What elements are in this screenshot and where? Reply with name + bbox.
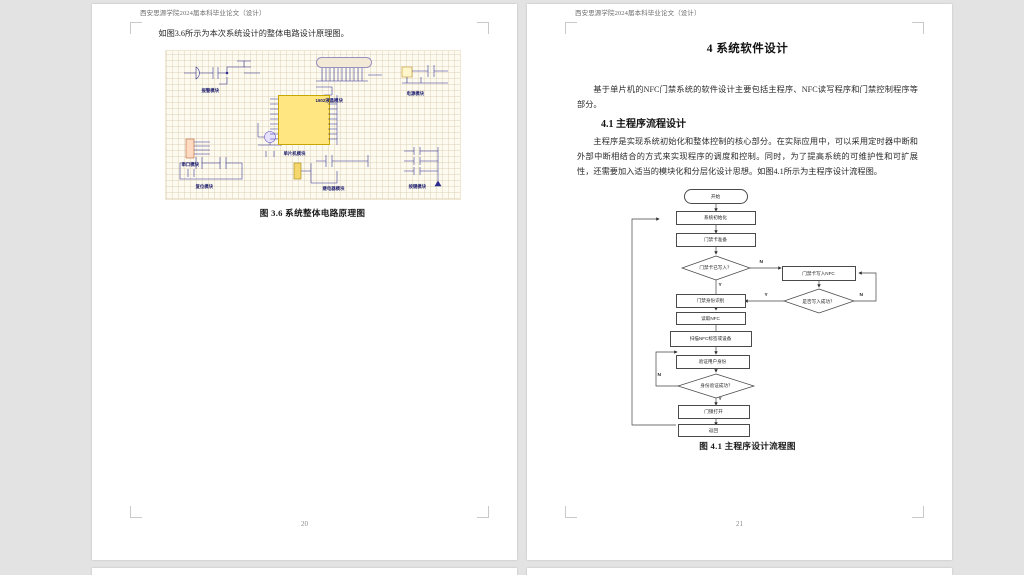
flow-node-scan-tag: 扫描NFC标签或设备 xyxy=(669,331,752,347)
chapter-heading: 4 系统软件设计 xyxy=(706,43,789,55)
document-page-next-right[interactable] xyxy=(527,568,952,575)
page-row-next xyxy=(92,568,952,575)
figure-flowchart: 开始 系统初始化 门禁卡准备 门禁卡已写入？ 门禁卡写入NFC 是否写入成功？ … xyxy=(598,183,898,437)
flow-node-decision-verify-success: 身份验证成功？ xyxy=(686,377,748,395)
flow-node-decision-write-success: 是否写入成功？ xyxy=(788,293,850,310)
flow-edge-label-y2: Y xyxy=(764,293,768,298)
circuit-label-alarm: 报警模块 xyxy=(201,88,220,93)
flow-node-write-nfc: 门禁卡写入NFC xyxy=(781,266,856,281)
figure-circuit-schematic: 报警模块 串口模块 1602液晶模块 电源模块 复位模块 单片机模块 继电器模块… xyxy=(164,50,461,200)
flow-node-decision-card-written-label: 门禁卡已写入？ xyxy=(699,265,732,270)
section-heading-4-1: 4.1 主程序流程设计 xyxy=(601,119,686,130)
flow-node-read-nfc: 读取NFC xyxy=(675,312,746,325)
crop-mark-bottom-right xyxy=(912,506,924,518)
flow-node-decision-card-written: 门禁卡已写入？ xyxy=(684,259,748,277)
flow-edge-label-n1: N xyxy=(759,260,763,265)
crop-mark-bottom-right xyxy=(477,506,489,518)
flow-edge-label-n2: N xyxy=(859,293,863,298)
flow-node-start: 开始 xyxy=(683,189,748,204)
circuit-label-mcu: 单片机模块 xyxy=(283,151,306,156)
crop-mark-bottom-left xyxy=(565,506,577,518)
mcu-chip-body xyxy=(277,95,330,145)
page-header-left: 西安思源学院2024届本科毕业论文（设计） xyxy=(140,10,266,17)
flow-node-return: 返回 xyxy=(677,424,750,437)
flow-edge-label-y3: Y xyxy=(718,397,722,402)
flow-node-decision-verify-success-label: 身份验证成功？ xyxy=(700,383,733,388)
figure-caption-4-1: 图 4.1 主程序设计流程图 xyxy=(699,441,796,451)
flow-node-door-open: 门锁打开 xyxy=(677,405,750,419)
page-body-right: 4 系统软件设计 基于单片机的NFC门禁系统的软件设计主要包括主程序、NFC读写… xyxy=(577,26,918,452)
page-number-left: 20 xyxy=(301,520,308,528)
circuit-label-relay: 继电器模块 xyxy=(322,186,345,191)
circuit-label-serial: 串口模块 xyxy=(181,162,200,167)
paragraph-section-4-1: 主程序是实现系统初始化和整体控制的核心部分。在实际应用中，可以采用定时器中断和外… xyxy=(577,137,918,176)
figure-caption-3-6: 图 3.6 系统整体电路原理图 xyxy=(259,208,366,218)
circuit-label-lcd: 1602液晶模块 xyxy=(315,98,343,103)
flow-edge-label-y1: Y xyxy=(718,283,722,288)
document-page-20[interactable]: 西安思源学院2024届本科毕业论文（设计） 如图3.6所示为本次系统设计的整体电… xyxy=(92,4,517,560)
flow-node-prepare: 门禁卡准备 xyxy=(675,233,756,247)
paragraph-chapter-intro: 基于单片机的NFC门禁系统的软件设计主要包括主程序、NFC读写程序和门禁控制程序… xyxy=(577,85,918,109)
circuit-label-key: 按键模块 xyxy=(408,184,427,189)
document-page-next-left[interactable] xyxy=(92,568,517,575)
flow-node-identify: 门禁身份识别 xyxy=(675,294,746,308)
crop-mark-top-left xyxy=(130,22,142,34)
flow-node-decision-write-success-label: 是否写入成功？ xyxy=(802,298,835,304)
circuit-label-power: 电源模块 xyxy=(406,91,425,96)
circuit-label-reset: 复位模块 xyxy=(195,184,214,189)
crop-mark-bottom-left xyxy=(130,506,142,518)
document-page-21[interactable]: 西安思源学院2024届本科毕业论文（设计） 4 系统软件设计 基于单片机的NFC… xyxy=(527,4,952,560)
flow-edge-label-n3: N xyxy=(657,373,661,378)
page-body-left: 如图3.6所示为本次系统设计的整体电路设计原理图。 xyxy=(142,26,483,219)
page-number-right: 21 xyxy=(736,520,743,528)
flow-node-verify-user: 验证用户身份 xyxy=(675,355,750,369)
page-header-right: 西安思源学院2024届本科毕业论文（设计） xyxy=(575,10,701,17)
paragraph-figure-intro: 如图3.6所示为本次系统设计的整体电路设计原理图。 xyxy=(158,29,349,38)
page-row-current: 西安思源学院2024届本科毕业论文（设计） 如图3.6所示为本次系统设计的整体电… xyxy=(92,4,952,560)
crop-mark-top-left xyxy=(565,22,577,34)
flow-node-init: 系统初始化 xyxy=(675,211,756,225)
lcd-header-block xyxy=(315,57,372,68)
